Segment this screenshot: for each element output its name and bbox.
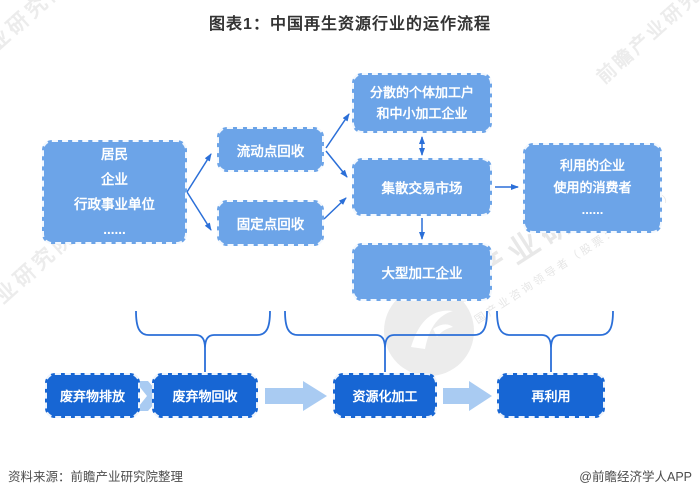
data-source-note: 资料来源：前瞻产业研究院整理	[8, 470, 184, 484]
fat-arrow-stage2-to-stage3	[265, 381, 327, 411]
node-mobile-collection: 流动点回收	[217, 127, 324, 172]
arrow-source-to-mobile	[186, 153, 212, 193]
stage-waste-collection: 废弃物回收	[152, 373, 258, 418]
node-line: 居民	[101, 147, 128, 162]
node-label: 流动点回收	[236, 143, 305, 159]
node-line: 利用的企业	[559, 158, 625, 173]
node-line: 分散的个体加工户	[369, 85, 474, 100]
brace-collection-stage	[135, 310, 271, 372]
qianzhan-logo-watermark-icon	[384, 286, 474, 376]
node-line: ......	[581, 202, 604, 217]
node-label: 固定点回收	[236, 217, 305, 232]
arrow-mobile-to-market	[325, 150, 348, 178]
node-trading-market: 集散交易市场	[352, 158, 492, 216]
node-line: 使用的消费者	[553, 180, 632, 195]
node-label: 集散交易市场	[381, 181, 463, 196]
stage-label: 再利用	[531, 389, 571, 404]
node-end-users: 利用的企业 使用的消费者 ......	[523, 143, 662, 233]
node-line: 行政事业单位	[74, 197, 155, 212]
credit-note: @前瞻经济学人APP	[579, 470, 692, 484]
stage-resource-processing: 资源化加工	[333, 373, 437, 418]
node-large-processors: 大型加工企业	[352, 243, 492, 301]
node-line: 和中小加工企业	[376, 106, 468, 121]
figure-footer: 资料来源：前瞻产业研究院整理 @前瞻经济学人APP	[0, 463, 700, 487]
brace-reuse-stage	[496, 310, 614, 372]
brace-processing-stage	[284, 310, 488, 372]
node-line: 企业	[101, 172, 128, 187]
stage-label: 废弃物回收	[172, 389, 238, 404]
stage-reuse: 再利用	[497, 373, 605, 418]
arrow-source-to-fixed	[186, 191, 212, 231]
node-scattered-processors: 分散的个体加工户 和中小加工企业	[352, 73, 492, 133]
stage-waste-discharge: 废弃物排放	[45, 373, 140, 418]
stage-label: 废弃物排放	[59, 389, 125, 404]
node-label: 大型加工企业	[381, 266, 463, 281]
node-waste-sources: 居民 企业 行政事业单位 ......	[42, 140, 187, 244]
arrow-fixed-to-market	[323, 197, 347, 220]
node-fixed-collection: 固定点回收	[217, 200, 324, 246]
figure-title: 图表1：中国再生资源行业的运作流程	[209, 16, 491, 33]
node-line: ......	[103, 222, 126, 237]
stage-label: 资源化加工	[352, 389, 418, 404]
fat-arrow-stage3-to-stage4	[443, 381, 492, 411]
arrow-mobile-to-scattered	[325, 113, 350, 149]
